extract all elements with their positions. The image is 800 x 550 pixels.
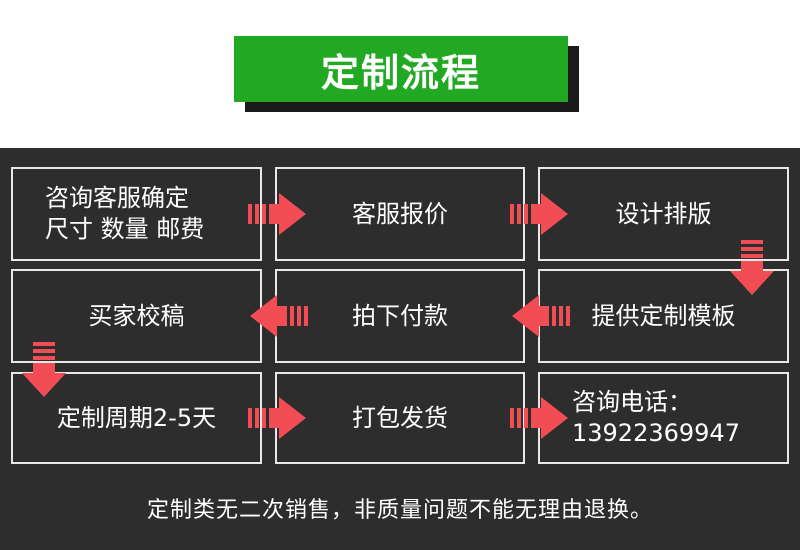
step-payment: 拍下付款 xyxy=(275,269,525,363)
footer-note: 定制类无二次销售，非质量问题不能无理由退换。 xyxy=(146,498,653,523)
step-contact: 咨询电话： 13922369947 xyxy=(538,372,789,464)
arrow-right-icon xyxy=(510,397,568,439)
step-contact-line1: 咨询电话： xyxy=(572,388,692,416)
arrow-right-icon xyxy=(248,193,306,235)
step-shipping: 打包发货 xyxy=(275,372,525,464)
step-production-label: 定制周期2-5天 xyxy=(56,403,217,432)
step-quote: 客服报价 xyxy=(275,167,525,261)
step-consult-line1: 咨询客服确定 xyxy=(45,184,189,212)
page-title: 定制流程 xyxy=(234,36,568,102)
arrow-down-icon xyxy=(22,342,66,397)
step-payment-label: 拍下付款 xyxy=(352,301,448,330)
step-contact-phone: 13922369947 xyxy=(572,419,740,447)
arrow-left-icon xyxy=(250,295,308,337)
step-proof-label: 买家校稿 xyxy=(88,301,185,330)
step-shipping-label: 打包发货 xyxy=(352,403,448,432)
arrow-right-icon xyxy=(510,193,568,235)
step-template-label: 提供定制模板 xyxy=(591,301,736,330)
arrow-left-icon xyxy=(512,295,570,337)
arrow-right-icon xyxy=(248,397,306,439)
step-consult: 咨询客服确定 尺寸 数量 邮费 xyxy=(11,167,262,261)
step-quote-label: 客服报价 xyxy=(352,199,448,228)
step-proof: 买家校稿 xyxy=(11,269,262,363)
step-design-label: 设计排版 xyxy=(615,199,712,228)
step-consult-line2: 尺寸 数量 邮费 xyxy=(45,215,205,243)
arrow-down-icon xyxy=(730,240,774,295)
